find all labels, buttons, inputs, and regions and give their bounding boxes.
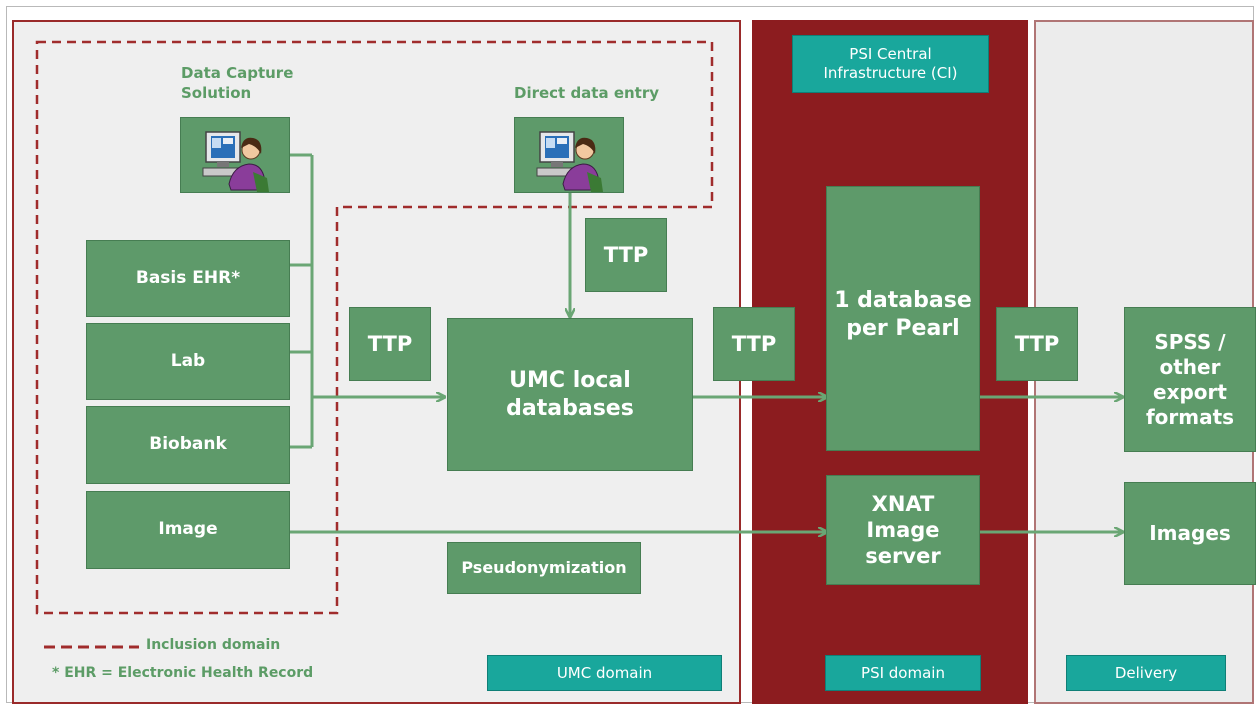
- direct-entry-box: [514, 117, 624, 193]
- spss-export-box: SPSS / other export formats: [1124, 307, 1256, 452]
- pearl-database-box: 1 database per Pearl: [826, 186, 980, 451]
- lab-box: Lab: [86, 323, 290, 400]
- pseudonymization-box: Pseudonymization: [447, 542, 641, 594]
- data-capture-label: Data Capture Solution: [181, 64, 294, 102]
- ttp-box-2: TTP: [585, 218, 667, 292]
- legend-dashed-line: [44, 645, 139, 649]
- umc-domain-label: UMC domain: [487, 655, 722, 691]
- psi-domain-label: PSI domain: [825, 655, 981, 691]
- umc-local-databases-box: UMC local databases: [447, 318, 693, 471]
- basis-ehr-box: Basis EHR*: [86, 240, 290, 317]
- psi-ci-label: PSI Central Infrastructure (CI): [792, 35, 989, 93]
- xnat-server-box: XNAT Image server: [826, 475, 980, 585]
- biobank-box: Biobank: [86, 406, 290, 484]
- inclusion-domain-boundary: [35, 40, 714, 615]
- legend-inclusion-label: Inclusion domain: [146, 637, 281, 653]
- ttp-box-1: TTP: [349, 307, 431, 381]
- ttp-box-4: TTP: [996, 307, 1078, 381]
- computer-user-icon: [536, 131, 603, 192]
- images-box: Images: [1124, 482, 1256, 585]
- computer-user-icon: [202, 131, 269, 192]
- delivery-label: Delivery: [1066, 655, 1226, 691]
- ttp-box-3: TTP: [713, 307, 795, 381]
- legend-ehr-note: * EHR = Electronic Health Record: [52, 665, 314, 681]
- data-capture-box: [180, 117, 290, 193]
- image-box: Image: [86, 491, 290, 569]
- direct-entry-label: Direct data entry: [514, 84, 660, 102]
